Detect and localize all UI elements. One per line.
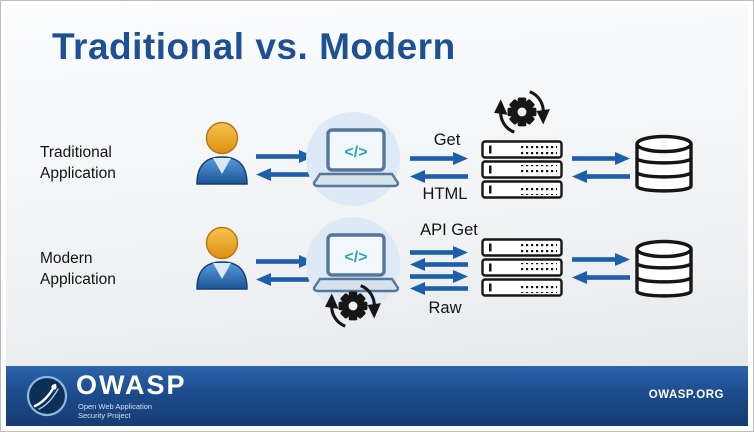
arrow-left-icon (410, 282, 468, 295)
page-title: Traditional vs. Modern (52, 26, 456, 67)
arrow-left-icon (256, 273, 314, 286)
code-glyph: </> (344, 249, 367, 266)
arrow-right-icon (572, 253, 630, 266)
footer-subtitle: Open Web Application Security Project (78, 402, 152, 420)
arrow-left-icon (256, 168, 314, 181)
arrow-right-icon (410, 270, 468, 283)
footer-site: OWASP.ORG (648, 389, 724, 401)
user-icon (193, 223, 251, 290)
server-stack-icon (481, 140, 563, 200)
user-icon (193, 118, 251, 185)
database-icon (633, 238, 695, 302)
arrow-right-icon (572, 152, 630, 165)
footer-subtitle-line1: Open Web Application (78, 402, 153, 411)
server-stack-icon (481, 238, 563, 298)
footer-brand: OWASP (76, 370, 187, 400)
gear-refresh-icon (324, 278, 382, 332)
database-icon (633, 133, 695, 197)
arrow-left-icon (572, 170, 630, 183)
request-label: API Get (420, 221, 478, 239)
arrow-left-icon (572, 271, 630, 284)
row-label-line1: Modern (40, 250, 93, 267)
footer-subtitle-line2: Security Project (78, 411, 131, 420)
code-glyph: </> (344, 144, 367, 161)
arrow-right-icon (410, 246, 468, 259)
row-label-line1: Traditional (40, 144, 112, 161)
response-label: Raw (428, 299, 462, 317)
arrow-right-icon (410, 152, 468, 165)
laptop-icon: </> (312, 233, 400, 293)
row-label-line2: Application (40, 271, 116, 288)
row-label-traditional: Traditional Application (40, 142, 116, 184)
row-label-modern: Modern Application (40, 248, 116, 290)
laptop-icon: </> (312, 128, 400, 188)
row-label-line2: Application (40, 165, 116, 182)
arrow-left-icon (410, 170, 468, 183)
request-label: Get (433, 131, 461, 149)
gear-refresh-icon (493, 84, 551, 138)
owasp-logo-icon (26, 375, 68, 417)
response-label: HTML (422, 185, 468, 203)
footer-bar: OWASP Open Web Application Security Proj… (6, 366, 748, 426)
arrow-left-icon (410, 258, 468, 271)
